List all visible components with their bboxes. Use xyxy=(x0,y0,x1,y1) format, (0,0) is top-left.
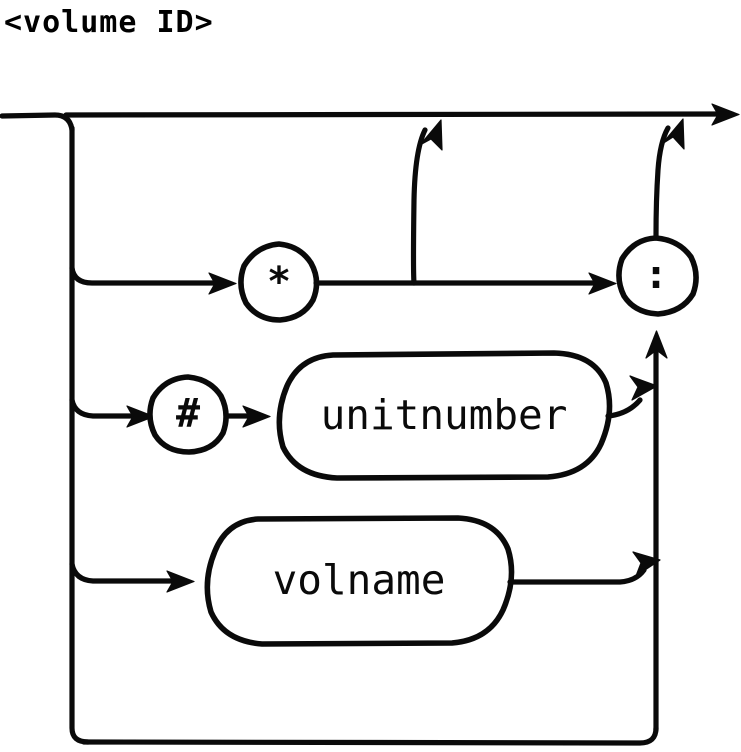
volname-out-line xyxy=(507,567,647,585)
unitnumber-entry-arrow-icon xyxy=(242,405,271,428)
star-node-label: * xyxy=(267,259,291,305)
branch-unitnumber: # unitnumber xyxy=(69,350,658,481)
bottom-rail-horizontal xyxy=(81,725,659,746)
colon-entry-arrow-icon xyxy=(588,272,617,295)
hash-node-label: # xyxy=(176,391,200,437)
hash-branch-in-line xyxy=(69,397,137,419)
bottom-return-track xyxy=(81,725,659,746)
branch-colon: : xyxy=(616,118,699,317)
colon-node-label: : xyxy=(644,252,668,298)
volname-branch-in-line xyxy=(69,561,177,584)
unitnumber-node-label: unitnumber xyxy=(321,391,568,439)
branch-star: * xyxy=(69,119,617,323)
main-line-left-entry xyxy=(0,112,75,133)
star-branch-in-line xyxy=(69,265,219,286)
unitnumber-out-line xyxy=(605,397,643,419)
colon-node-circle[interactable] xyxy=(616,235,699,317)
unitnumber-out-arrow-icon xyxy=(629,375,658,401)
volname-out-arrow-icon xyxy=(632,551,661,577)
main-line-exit-arrow-icon xyxy=(711,103,740,126)
volname-node-box[interactable] xyxy=(204,515,515,647)
right-rail xyxy=(645,330,668,733)
left-rail-vertical xyxy=(69,125,91,745)
star-skip-arrow-icon xyxy=(419,119,443,151)
branch-volname: volname xyxy=(69,515,661,647)
main-track xyxy=(0,103,740,133)
left-rail xyxy=(69,125,91,745)
volname-node-label: volname xyxy=(273,556,446,604)
star-skip-colon-riser xyxy=(410,127,428,286)
star-node-circle[interactable] xyxy=(238,241,320,323)
main-line-horizontal xyxy=(63,111,735,118)
hash-node-circle[interactable] xyxy=(147,374,229,455)
unitnumber-node-box[interactable] xyxy=(276,350,613,481)
right-rail-into-colon-arrow-icon xyxy=(645,330,668,359)
star-entry-arrow-icon xyxy=(208,272,237,295)
page-title: <volume ID> xyxy=(4,5,214,40)
colon-riser-to-main xyxy=(653,125,671,239)
hash-entry-arrow-icon xyxy=(126,405,155,428)
colon-riser-arrow-icon xyxy=(661,118,685,150)
volname-entry-arrow-icon xyxy=(166,570,195,593)
